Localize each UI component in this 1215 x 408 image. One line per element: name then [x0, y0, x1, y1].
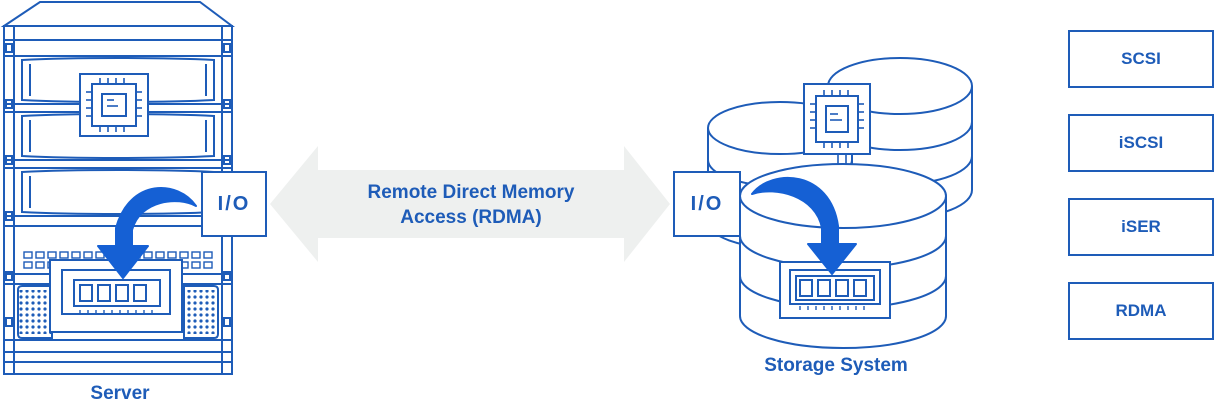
protocol-box-rdma: RDMA	[1068, 282, 1214, 340]
protocol-box-iscsi: iSCSI	[1068, 114, 1214, 172]
protocol-label: RDMA	[1115, 301, 1167, 320]
rdma-caption: Remote Direct Memory Access (RDMA)	[330, 180, 612, 230]
server-label: Server	[90, 383, 150, 404]
protocol-label: iSER	[1121, 217, 1161, 236]
server-io-label: I/O	[217, 192, 251, 215]
storage-io-label: I/O	[690, 192, 724, 215]
protocol-label: SCSI	[1121, 49, 1161, 68]
cpu-chip-icon	[803, 83, 871, 164]
curved-arrow-icon	[751, 176, 857, 275]
rdma-caption-line1: Remote Direct Memory	[367, 182, 575, 203]
cpu-chip-icon	[79, 73, 149, 137]
storage-io-box: I/O	[673, 171, 741, 237]
server-io-box: I/O	[201, 171, 267, 237]
protocol-box-scsi: SCSI	[1068, 30, 1214, 88]
storage-label: Storage System	[764, 355, 908, 376]
rdma-caption-line2: Access (RDMA)	[400, 207, 542, 228]
protocol-label: iSCSI	[1118, 133, 1164, 152]
memory-module-icon	[49, 259, 183, 333]
bidirectional-arrow	[270, 146, 670, 262]
curved-arrow-icon	[97, 187, 197, 279]
protocol-box-iser: iSER	[1068, 198, 1214, 256]
